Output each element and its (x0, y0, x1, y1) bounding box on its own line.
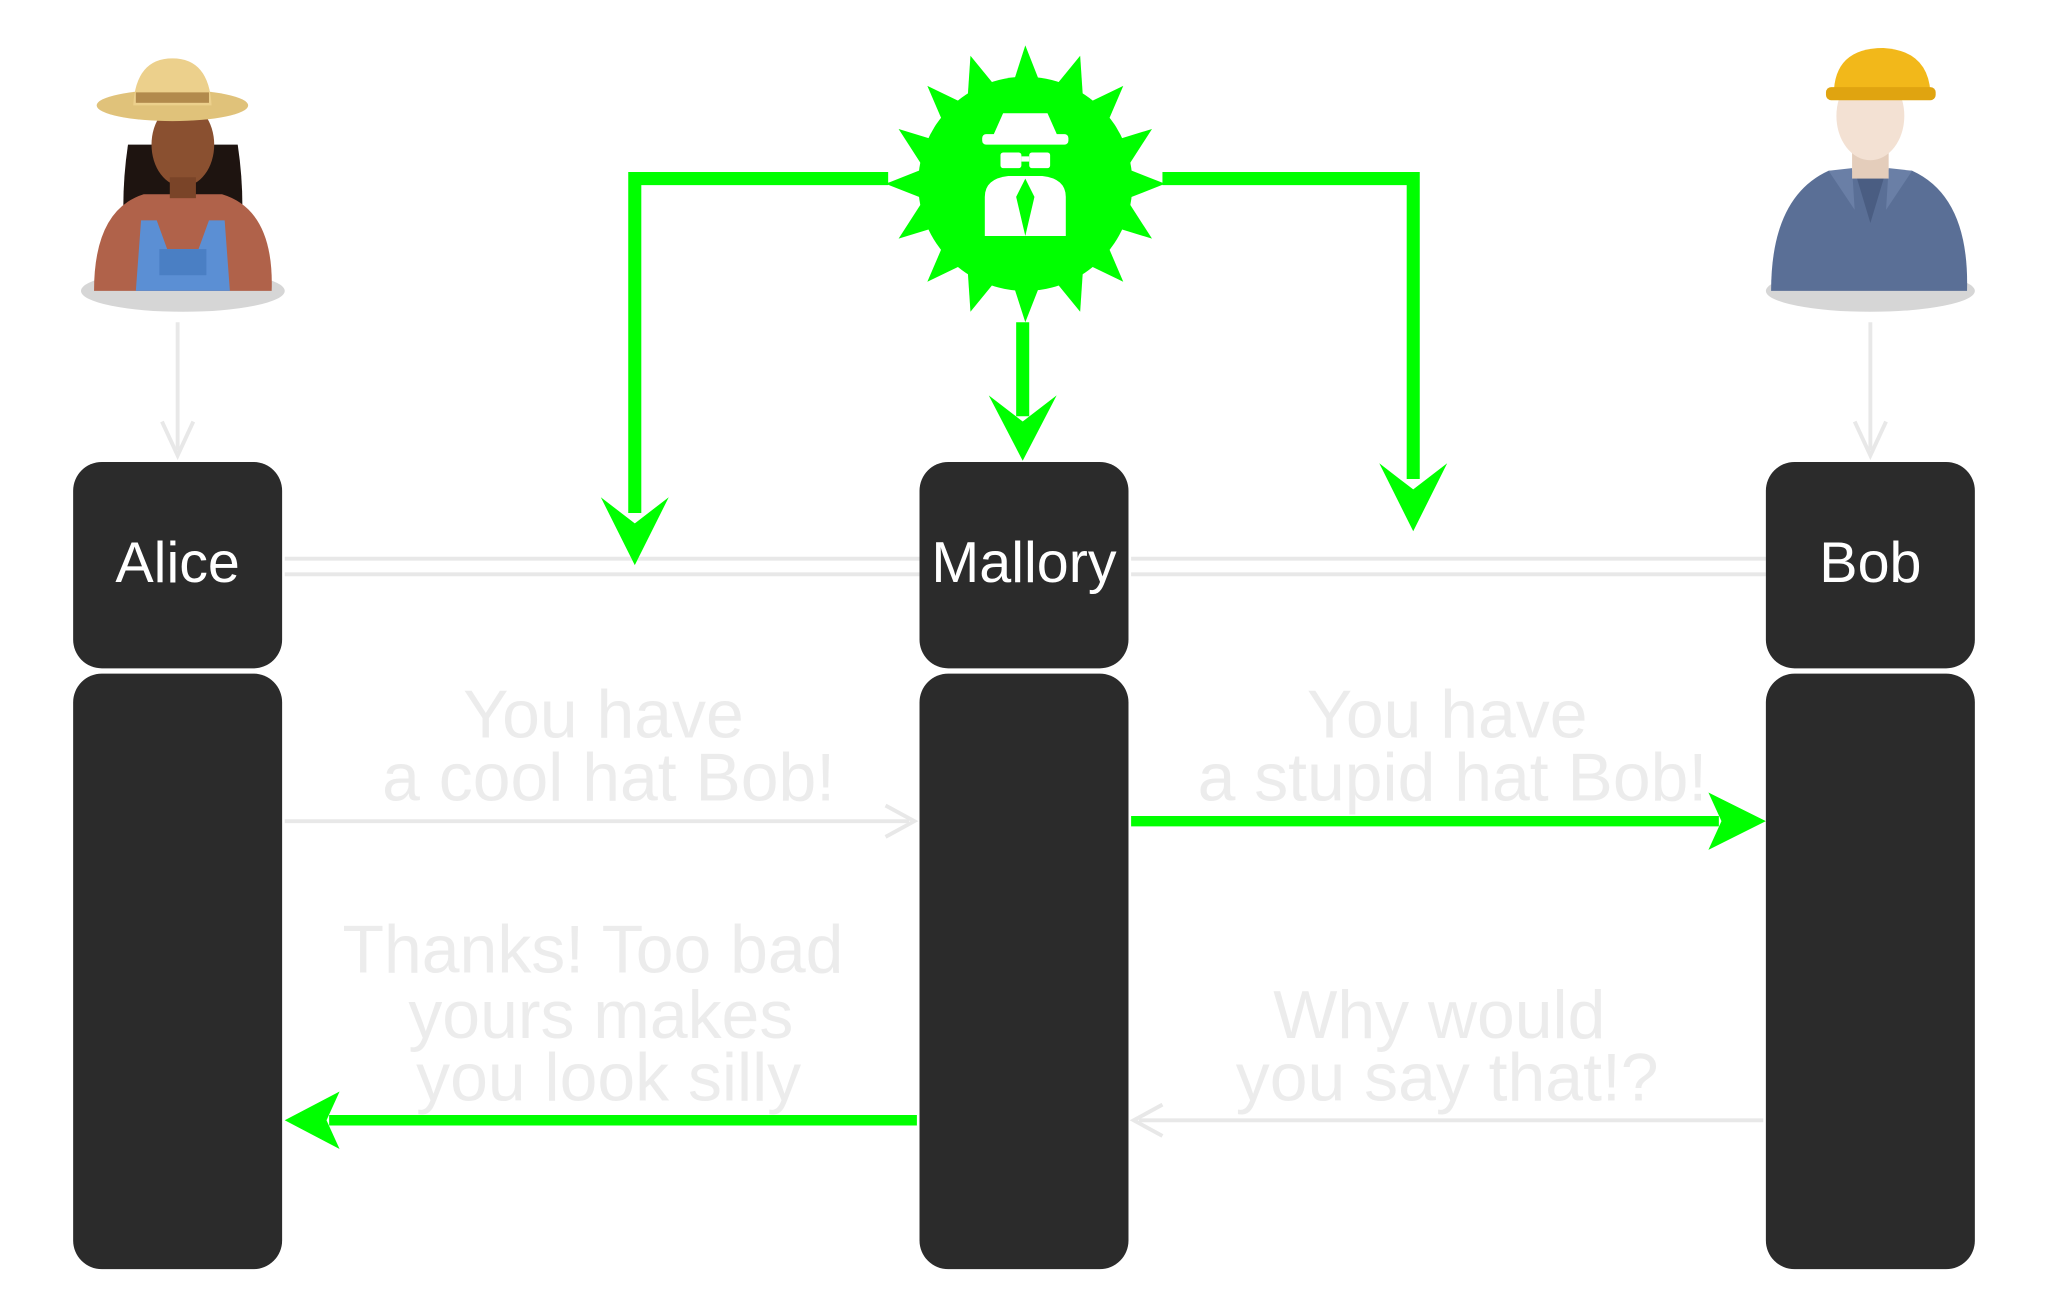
message-line: a cool hat Bob! (382, 740, 835, 815)
message-line: you say that!? (1236, 1041, 1659, 1116)
bob-label: Bob (1819, 531, 1921, 595)
alice-to-mallory-arrow (284, 803, 919, 839)
message-line: yours makes (408, 978, 793, 1053)
construction-worker-avatar-icon (1765, 47, 1975, 312)
alice-avatar-to-box-connector (160, 322, 196, 461)
mallory-lifeline-box (919, 673, 1129, 1270)
farmer-woman-avatar-icon (80, 58, 285, 312)
message-line: You have (463, 678, 744, 753)
message-bob-to-mallory: Why would you say that!? (1236, 978, 1659, 1116)
message-mallory-to-alice: Thanks! Too bad yours makes you look sil… (343, 913, 844, 1116)
message-line: You have (1307, 678, 1588, 753)
spy-attacker-icon (885, 45, 1166, 323)
bob-avatar-to-box-connector (1852, 322, 1888, 461)
bob-to-mallory-arrow (1129, 1102, 1764, 1138)
message-line: Thanks! Too bad (343, 913, 844, 988)
alice-lifeline-box (73, 673, 283, 1270)
message-line: you look silly (416, 1041, 801, 1116)
alice-header-box: Alice (73, 462, 283, 669)
message-line: a stupid hat Bob! (1198, 740, 1708, 815)
bob-header-box: Bob (1765, 462, 1975, 669)
mallory-label: Mallory (931, 531, 1116, 595)
mallory-header-box: Mallory (919, 462, 1129, 669)
bob-lifeline-box (1765, 673, 1975, 1270)
attacker-intercept-arrows (600, 172, 1448, 566)
message-mallory-to-bob: You have a stupid hat Bob! (1198, 678, 1708, 816)
header-connector-lines (284, 556, 1766, 577)
message-line: Why would (1273, 978, 1605, 1053)
alice-label: Alice (115, 531, 240, 595)
mallory-to-bob-arrow (1131, 792, 1766, 850)
message-alice-to-mallory: You have a cool hat Bob! (382, 678, 835, 816)
mallory-to-alice-arrow (284, 1091, 917, 1150)
